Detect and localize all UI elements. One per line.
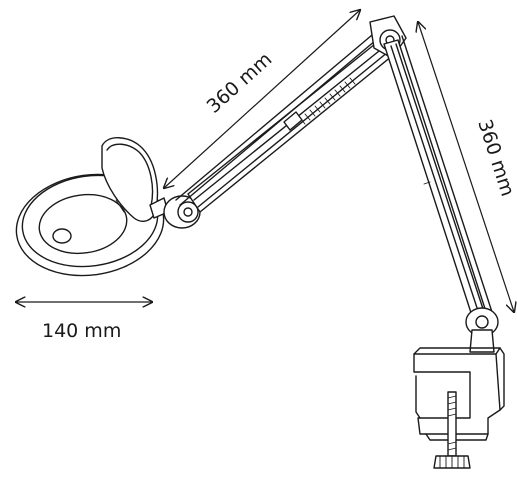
upper-arm-dimension-line [164,10,360,188]
lower-arm-dimension-line [418,22,514,312]
lens-dimension-label: 140 mm [42,320,121,342]
dimension-lines [16,10,514,312]
magnifier-head [15,137,169,277]
head-joint [163,195,201,229]
clamp-screw [447,391,457,457]
desk-clamp [413,347,505,469]
base-joint [465,307,499,353]
lower-arm-dimension-label: 360 mm [473,117,517,199]
magnifier-lens [38,193,128,255]
upper-arm [175,29,393,213]
lower-arm [383,35,493,323]
upper-arm-dimension-label: 360 mm [203,48,277,117]
